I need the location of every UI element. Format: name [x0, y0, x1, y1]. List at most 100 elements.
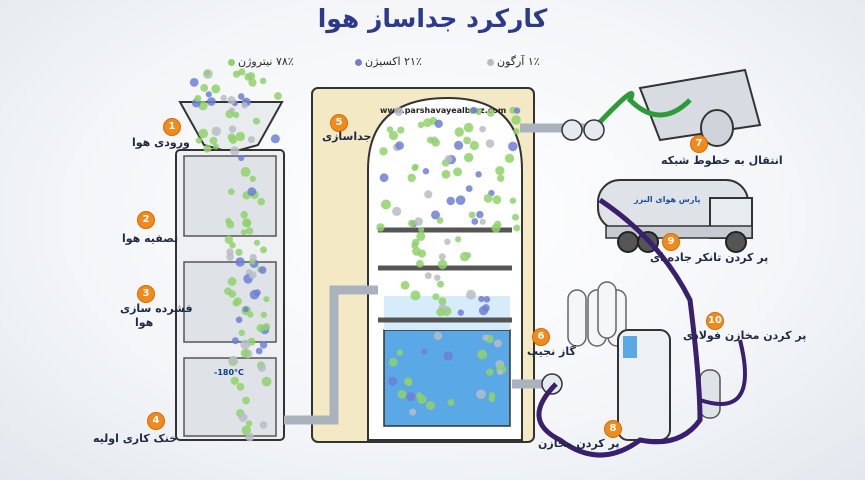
molecule-dot — [437, 280, 444, 288]
molecule-dot — [483, 194, 493, 203]
molecule-dot — [417, 121, 425, 128]
argon-dot-icon — [487, 58, 494, 66]
molecule-dot — [418, 226, 425, 233]
step-label-6: گاز نجیب — [527, 345, 576, 358]
molecule-dot — [496, 369, 503, 375]
molecule-dot — [386, 126, 394, 133]
molecule-dot — [228, 125, 237, 133]
molecule-dot — [220, 94, 227, 102]
molecule-dot — [240, 339, 251, 350]
molecule-dot — [493, 220, 502, 229]
website-url: www.parshavayealborz.com — [380, 106, 507, 115]
molecule-dot — [477, 349, 488, 360]
molecule-dot — [453, 167, 463, 177]
molecule-dot — [497, 174, 505, 182]
molecule-dot — [421, 348, 428, 355]
step-label-9: پر کردن تانکر جاده ای — [650, 251, 769, 264]
molecule-dot — [416, 231, 426, 241]
molecule-dot — [260, 311, 267, 318]
molecule-dot — [443, 351, 454, 361]
molecule-dot — [242, 218, 252, 228]
molecule-dot — [379, 147, 388, 156]
molecule-dot — [511, 115, 521, 125]
step-badge-10: 10 — [706, 312, 724, 330]
molecule-dot — [409, 408, 417, 416]
molecule-dot — [376, 223, 385, 232]
step-badge-5: 5 — [330, 114, 348, 132]
oxygen-dot-icon — [355, 58, 362, 66]
molecule-dot — [395, 141, 404, 150]
molecule-dot — [417, 394, 427, 404]
molecule-dot — [432, 293, 440, 301]
molecule-dot — [388, 376, 398, 386]
legend-oxygen-label: ۲۱٪ اکسیژن — [365, 55, 422, 68]
molecule-dot — [434, 119, 443, 128]
molecule-dot — [274, 92, 282, 100]
molecule-dot — [227, 277, 237, 286]
molecule-dot — [238, 68, 246, 76]
molecule-dot — [240, 229, 247, 236]
molecule-dot — [463, 122, 474, 133]
molecule-dot — [437, 259, 448, 270]
molecule-dot — [229, 242, 236, 249]
molecule-dot — [411, 164, 418, 172]
molecule-dot — [504, 153, 515, 163]
molecule-dot — [469, 140, 479, 151]
molecule-dot — [447, 399, 455, 406]
molecule-dot — [431, 138, 440, 147]
molecule-dot — [229, 355, 238, 365]
molecule-dot — [198, 128, 209, 139]
legend-argon-label: ۱٪ آرگون — [497, 55, 540, 68]
molecule-dot — [260, 246, 267, 254]
molecule-dot — [508, 141, 518, 152]
step-label-3a: فشرده سازی — [120, 302, 193, 315]
molecule-dot — [233, 297, 242, 306]
molecule-dot — [237, 93, 245, 100]
molecule-dot — [492, 195, 502, 205]
step-badge-2: 2 — [137, 211, 155, 229]
molecule-dot — [436, 217, 444, 224]
molecule-dot — [476, 389, 486, 400]
molecule-dot — [231, 337, 239, 345]
step-label-10: پر کردن مخازن فولادی — [683, 329, 807, 342]
step-label-1: ورودی هوا — [132, 136, 190, 149]
molecule-dot — [258, 266, 267, 274]
molecule-dot — [226, 220, 235, 229]
molecule-dot — [194, 95, 202, 102]
molecule-dot — [238, 413, 248, 422]
molecule-dot — [261, 376, 272, 387]
molecule-dot — [381, 199, 391, 210]
molecule-dot — [255, 347, 263, 355]
thermometer-readout: -180°C — [214, 368, 244, 377]
molecule-dot — [436, 307, 445, 317]
molecule-dot — [200, 84, 209, 92]
nitrogen-dot-icon — [228, 58, 235, 66]
step-label-2: تصفیه هوا — [122, 232, 179, 245]
molecule-dot — [253, 117, 260, 125]
step-badge-3: 3 — [137, 285, 155, 303]
molecule-dot — [444, 155, 453, 164]
molecule-dot — [249, 175, 256, 182]
step-badge-7: 7 — [690, 135, 708, 153]
molecule-dot — [493, 339, 502, 348]
molecule-dot — [238, 154, 245, 162]
molecule-dot — [424, 272, 432, 280]
molecule-dot — [405, 379, 413, 387]
molecule-dot — [438, 253, 446, 261]
molecule-dot — [232, 111, 240, 119]
molecule-dot — [438, 297, 447, 306]
molecule-dot — [482, 334, 489, 341]
truck-logo-text: پارس هوای البرز — [634, 195, 701, 204]
molecule-dot — [195, 137, 203, 144]
molecule-dot — [454, 127, 464, 137]
molecule-dot — [455, 236, 462, 243]
molecule-dot — [460, 251, 470, 262]
molecule-dot — [433, 331, 443, 341]
molecule-dot — [232, 70, 241, 78]
feed-pipe — [284, 285, 378, 425]
molecule-dot — [248, 78, 257, 87]
molecule-dot — [253, 239, 261, 246]
molecule-dot — [495, 166, 505, 176]
molecule-dot — [259, 341, 268, 349]
